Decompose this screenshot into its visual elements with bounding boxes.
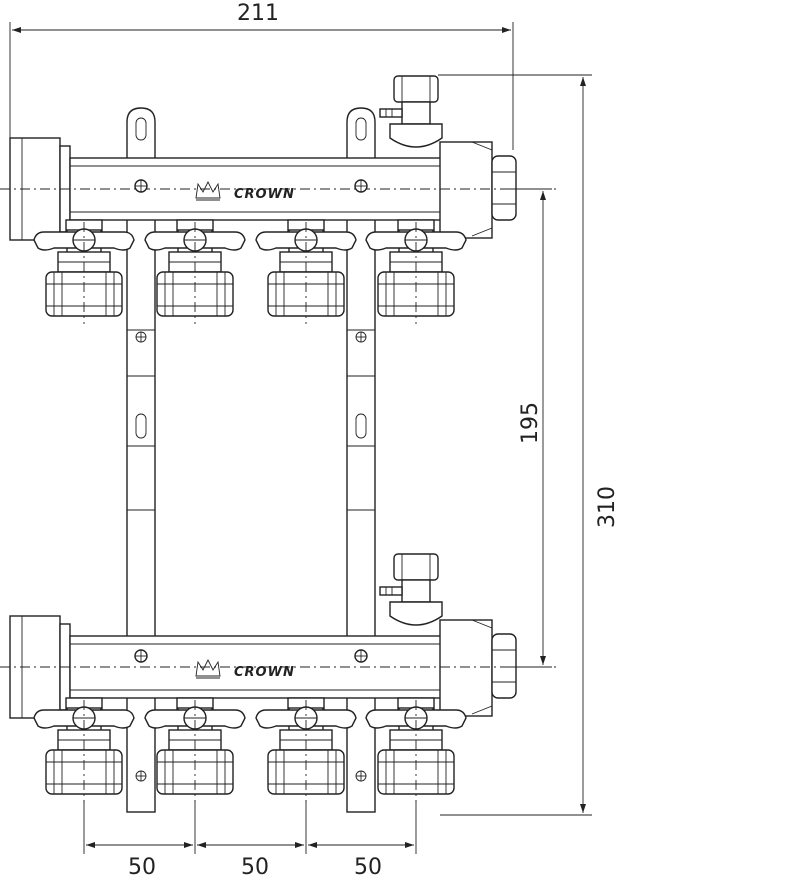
spacing-dimension-label: 195 [518,402,543,444]
brand-label-bottom: CROWN [234,665,295,680]
pitch-dimension-label-2: 50 [241,855,269,880]
supply-header-top: CROWN [0,75,561,325]
crown-logo-icon [195,658,221,679]
pitch-dimension-label-3: 50 [354,855,382,880]
brand-label-top: CROWN [234,187,295,202]
mounting-bracket-left [126,107,156,813]
return-header-bottom: CROWN [0,553,561,803]
crown-logo-icon [195,180,221,201]
pitch-dimension-label-1: 50 [128,855,156,880]
height-dimension-label: 310 [595,486,620,528]
width-dimension-label: 211 [237,1,279,26]
